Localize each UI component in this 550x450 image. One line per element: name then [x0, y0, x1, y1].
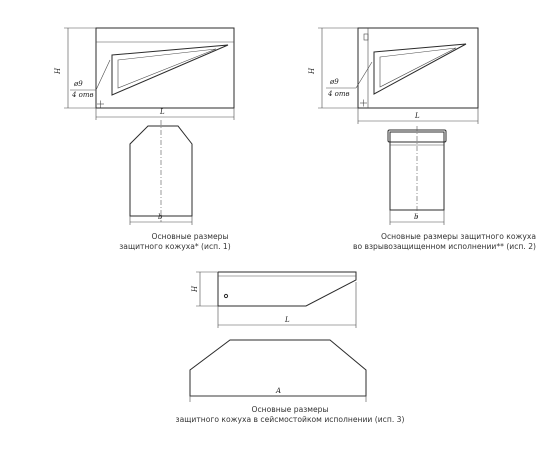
- drawing-1-hole-count: 4 отв: [71, 91, 94, 99]
- drawing-1-caption-line-2: защитного кожуха* (исп. 1): [119, 242, 231, 251]
- drawing-1-caption: Основные размеры защитного кожуха* (исп.…: [119, 232, 240, 252]
- drawing-2-caption-line-2: во взрывозащищенном исполнении** (исп. 2…: [352, 242, 536, 251]
- drawing-2-housing-outline: [357, 27, 479, 109]
- drawing-2-height-label: H: [308, 67, 316, 75]
- drawing-1-side-view: H L ø9 4 отв: [54, 27, 235, 120]
- drawing-1-width-label: b: [158, 213, 163, 221]
- drawing-2-cable-gland: [363, 33, 369, 41]
- drawing-1-front-view: b: [129, 120, 193, 225]
- drawing-1-housing-outline: [95, 27, 235, 109]
- drawing-2-caption-line-1: Основные размеры защитного кожуха: [380, 232, 536, 241]
- drawing-3-length-label: L: [284, 316, 290, 324]
- drawing-2-hole-leader: [355, 61, 373, 89]
- drawing-2-front-view: b: [387, 126, 447, 225]
- drawing-3-caption-line-2: защитного кожуха в сейсмостойком исполне…: [175, 415, 405, 424]
- drawing-1-height-label: H: [54, 67, 62, 75]
- drawing-2-caption: Основные размеры защитного кожуха во взр…: [318, 232, 536, 252]
- drawing-3-side-view: H L: [191, 271, 357, 328]
- drawing-2-cutout-triangle: [373, 43, 467, 95]
- drawing-2-hole-count: 4 отв: [327, 90, 350, 98]
- drawing-1-length-label: L: [159, 108, 165, 116]
- drawing-1-caption-line-1: Основные размеры: [151, 232, 229, 241]
- drawing-1-cutout-triangle: [111, 44, 229, 96]
- drawing-1-hole-diameter: ø9: [73, 80, 83, 88]
- drawing-3-height-label: H: [191, 285, 199, 293]
- drawing-2-cutout-inner: [379, 47, 457, 88]
- drawing-2-width-label: b: [414, 213, 419, 221]
- drawing-2-hole-diameter: ø9: [329, 78, 339, 86]
- drawing-3-caption: Основные размеры защитного кожуха в сейс…: [166, 405, 414, 425]
- drawing-2-length-label: L: [414, 112, 420, 120]
- drawing-3-width-label: A: [275, 387, 281, 395]
- drawing-3-caption-line-1: Основные размеры: [251, 405, 329, 414]
- drawing-3-mount-hole: [223, 293, 229, 299]
- drawing-3-housing-outline: [217, 271, 357, 307]
- drawing-3-front-view: A: [189, 339, 367, 402]
- drawing-1-hole-leader: [95, 59, 111, 91]
- drawing-1-cutout-inner: [117, 48, 217, 89]
- drawing-2-side-view: H L ø9 4 отв: [308, 27, 479, 124]
